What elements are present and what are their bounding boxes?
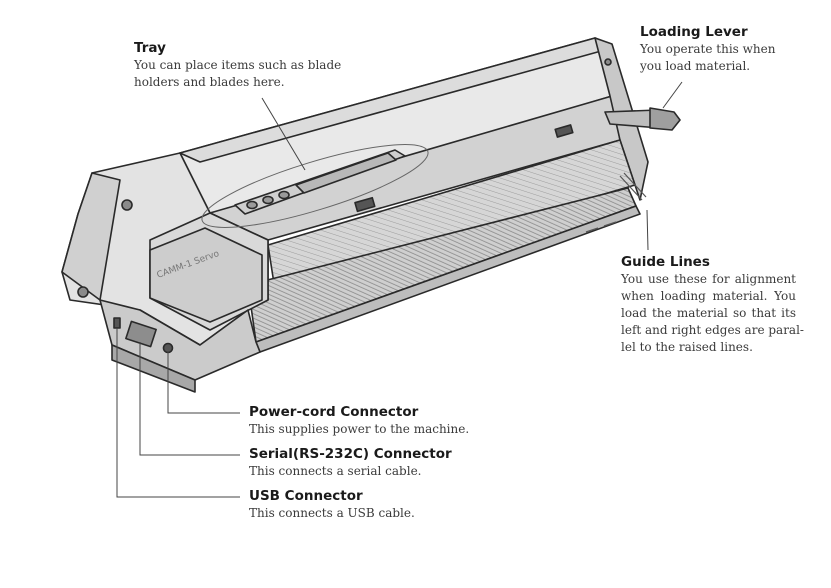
bottom-side	[111, 344, 196, 393]
serial-title: Serial(RS-232C) Connector	[249, 446, 452, 462]
guide-lines-desc-line: left and right edges are paral-	[621, 323, 804, 337]
guide-lines-description: You use these for alignment when loading…	[621, 271, 804, 356]
serial-description: This connects a serial cable.	[249, 464, 422, 478]
guide-lines-marks	[585, 172, 647, 233]
guide-lines-desc-line: lel to the raised lines.	[621, 340, 753, 354]
serial-callout: Serial(RS-232C) Connector This connects …	[249, 446, 452, 480]
loading-lever-desc-line: You operate this when	[640, 42, 776, 56]
power-cord-title: Power-cord Connector	[249, 404, 419, 420]
usb-port	[113, 317, 121, 329]
tray-callout: Tray You can place items such as blade h…	[134, 40, 341, 91]
guide-lines-title: Guide Lines	[621, 254, 710, 270]
usb-title: USB Connector	[249, 488, 363, 504]
serial-port	[125, 320, 157, 348]
loading-lever-description: You operate this when you load material.	[640, 41, 775, 75]
usb-callout: USB Connector This connects a USB cable.	[249, 488, 415, 522]
tray-desc-line: holders and blades here.	[134, 75, 285, 89]
guide-lines-callout: Guide Lines You use these for alignment …	[621, 254, 804, 356]
guide-lines-desc-line: You use these for alignment	[621, 272, 796, 286]
usb-description: This connects a USB cable.	[249, 506, 415, 520]
loading-lever-desc-line: you load material.	[640, 59, 751, 73]
tray-description: You can place items such as blade holder…	[134, 57, 341, 91]
power-jack	[162, 342, 174, 354]
guide-lines-desc-line: when loading material. You	[621, 289, 796, 303]
tray-highlight	[201, 144, 429, 228]
tray-desc-line: You can place items such as blade	[134, 58, 342, 72]
tray-title: Tray	[134, 40, 166, 56]
machine-body	[61, 37, 681, 393]
carriage-block	[149, 227, 263, 323]
leader-lines	[116, 81, 683, 498]
loading-lever-title: Loading Lever	[640, 24, 748, 40]
loading-lever-callout: Loading Lever You operate this when you …	[640, 24, 775, 75]
power-cord-description: This supplies power to the machine.	[249, 422, 470, 436]
guide-lines-desc-line: load the material so that its	[621, 306, 796, 320]
power-cord-callout: Power-cord Connector This supplies power…	[249, 404, 469, 438]
